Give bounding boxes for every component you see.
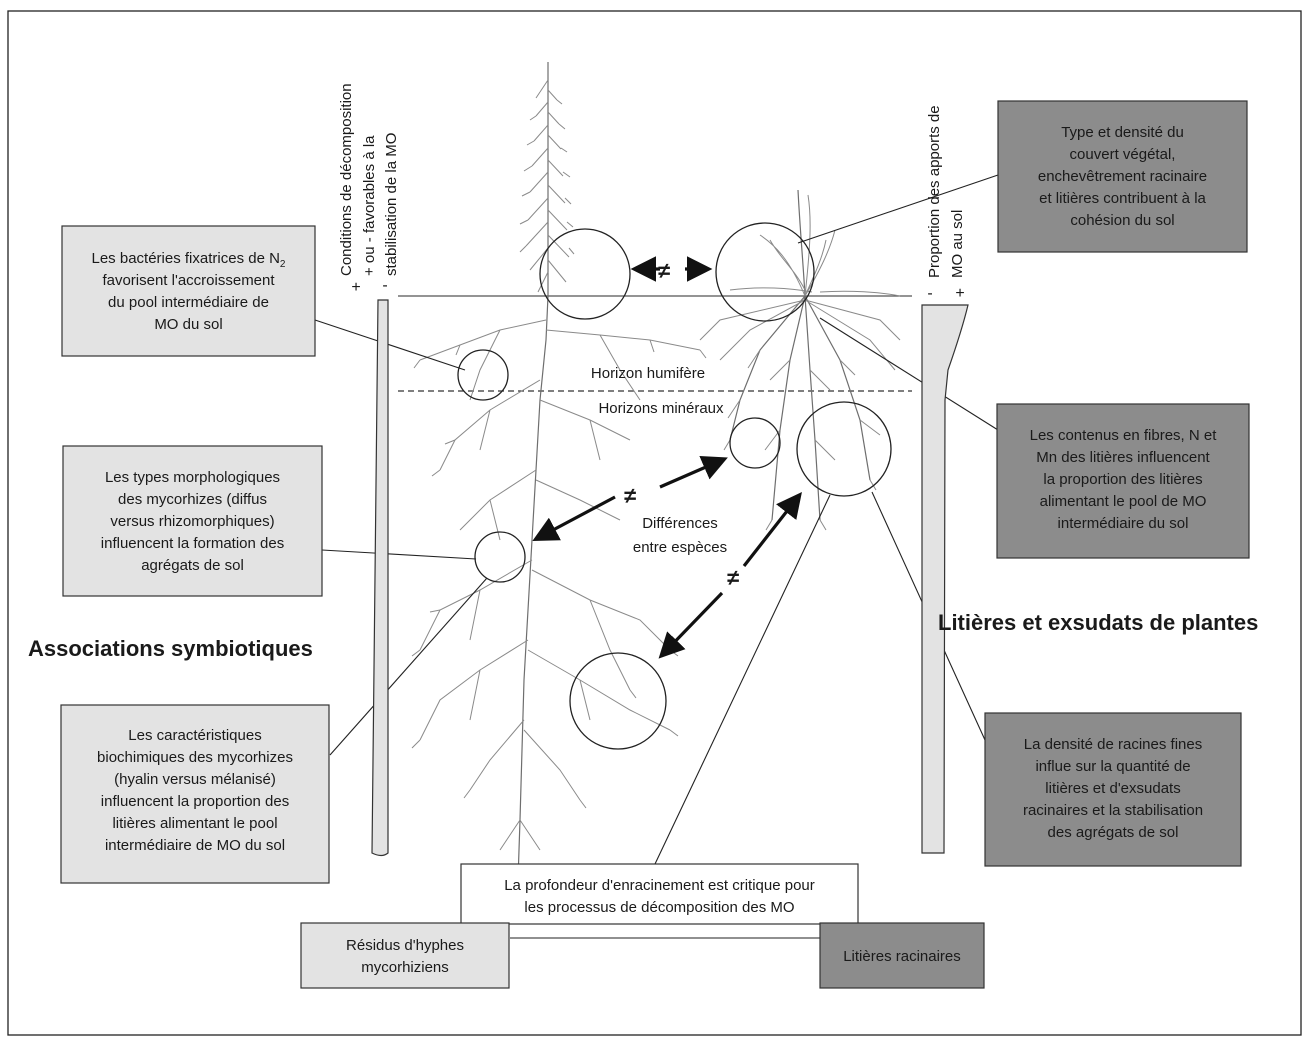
box-fibres-line2: Mn des litières influencent [1036,449,1210,466]
box-morpho: Les types morphologiques des mycorhizes … [62,445,323,597]
neq-symbol-top: ≠ [658,258,670,283]
box-biochem-line6: intermédiaire de MO du sol [105,837,285,854]
box-cover-line4: et litières contribuent à la [1039,190,1206,207]
species-diff-line1: Différences [642,515,718,532]
box-bacteria-sub: 2 [280,259,286,270]
box-cover-line1: Type et densité du [1061,124,1184,141]
circle-deep-roots [569,652,667,750]
box-morpho-line4: influencent la formation des [101,535,284,552]
svg-text:Les bactéries fixatrices de N2: Les bactéries fixatrices de N2 [92,250,286,270]
box-biochem-line5: litières alimentant le pool [112,815,277,832]
box-depth-line1: La profondeur d'enracinement est critiqu… [504,877,815,894]
neq-symbol-mid: ≠ [624,483,636,508]
box-bacteria-line1: Les bactéries fixatrices de N [92,250,280,267]
box-biochem-line1: Les caractéristiques [128,727,261,744]
box-bacteria: Les bactéries fixatrices de N2 favorisen… [61,225,316,357]
box-depth-line2: les processus de décomposition des MO [524,899,794,916]
box-bacteria-line2: favorisent l'accroissement [102,272,275,289]
box-fineroots-line2: influe sur la quantité de [1035,758,1190,775]
box-fibres-line5: intermédiaire du sol [1058,515,1189,532]
box-morpho-line1: Les types morphologiques [105,469,280,486]
horizon-mineral-label: Horizons minéraux [598,400,724,417]
box-fineroots-line4: racinaires et la stabilisation [1023,802,1203,819]
left-gauge: Conditions de décomposition + ou - favor… [338,83,400,857]
circle-root-tip [729,417,781,469]
right-plant-roots [699,295,901,531]
box-cover-line3: enchevêtrement racinaire [1038,168,1207,185]
box-hyphae-line2: mycorhiziens [361,959,449,976]
box-depth: La profondeur d'enracinement est critiqu… [460,863,859,925]
box-biochem-line4: influencent la proportion des [101,793,289,810]
circle-nodule [457,349,509,401]
box-hyphae: Résidus d'hyphes mycorhiziens [300,922,510,989]
right-gauge-plus: + [955,285,964,302]
right-gauge-minus: - [927,285,932,302]
circle-right-shoot [715,222,815,322]
heading-symbiotic: Associations symbiotiques [28,636,313,661]
left-plant-roots [411,295,707,881]
arrow-mycor-a [532,495,616,542]
arrow-deep-b [742,491,802,567]
box-morpho-line2: des mycorhizes (diffus [118,491,267,508]
box-fibres: Les contenus en fibres, N et Mn des liti… [996,403,1250,559]
heading-litter: Litières et exsudats de plantes [938,610,1258,635]
circle-mycorrhiza [474,531,526,583]
circle-left-shoot [539,228,631,320]
box-biochem-line3: (hyalin versus mélanisé) [114,771,276,788]
left-gauge-line2: + ou - favorables à la [361,135,378,276]
box-fibres-line4: alimentant le pool de MO [1040,493,1207,510]
box-fineroots-line1: La densité de racines fines [1024,736,1202,753]
left-gauge-wedge [371,299,389,857]
left-gauge-line1: Conditions de décomposition [338,83,355,276]
box-bacteria-line3: du pool intermédiaire de [108,294,269,311]
box-fineroots-line3: litières et d'exsudats [1045,780,1180,797]
box-fineroots-line5: des agrégats de sol [1048,824,1179,841]
right-gauge-line2: MO au sol [949,210,966,278]
right-gauge-wedge [921,304,969,854]
box-cover: Type et densité du couvert végétal, ench… [997,100,1248,253]
left-gauge-plus: + [351,279,360,296]
species-diff-line2: entre espèces [633,539,727,556]
left-gauge-line3: stabilisation de la MO [383,133,400,276]
box-rootlitter-line1: Litières racinaires [843,948,961,965]
right-plant-shoot [729,189,901,297]
left-plant-shoot [519,62,575,296]
box-fibres-line1: Les contenus en fibres, N et [1030,427,1218,444]
box-morpho-line5: agrégats de sol [141,557,244,574]
highlight-circles [457,222,892,750]
circle-fine-roots [796,401,892,497]
neq-symbol-low: ≠ [727,565,739,590]
comparison-arrows [532,256,802,659]
figure-border [7,10,1302,1036]
box-fibres-line3: la proportion des litières [1043,471,1202,488]
box-rootlitter: Litières racinaires [819,922,985,989]
right-gauge-line1: Proportion des apports de [926,105,943,278]
arrow-deep-a [658,591,724,659]
box-bacteria-line4: MO du sol [154,316,222,333]
left-gauge-minus: - [382,277,387,294]
box-biochem-line2: biochimiques des mycorhizes [97,749,293,766]
box-fineroots: La densité de racines fines influe sur l… [984,712,1242,867]
box-cover-line5: cohésion du sol [1070,212,1174,229]
right-gauge: Proportion des apports de MO au sol - + [921,105,969,854]
box-biochem: Les caractéristiques biochimiques des my… [60,704,330,884]
box-cover-line2: couvert végétal, [1070,146,1176,163]
horizon-humus-label: Horizon humifère [591,365,705,382]
connector-lines [314,174,999,939]
box-hyphae-line1: Résidus d'hyphes [346,937,464,954]
box-morpho-line3: versus rhizomorphiques) [110,513,274,530]
plant-illustration [398,62,912,881]
arrow-mycor-b [659,455,728,489]
